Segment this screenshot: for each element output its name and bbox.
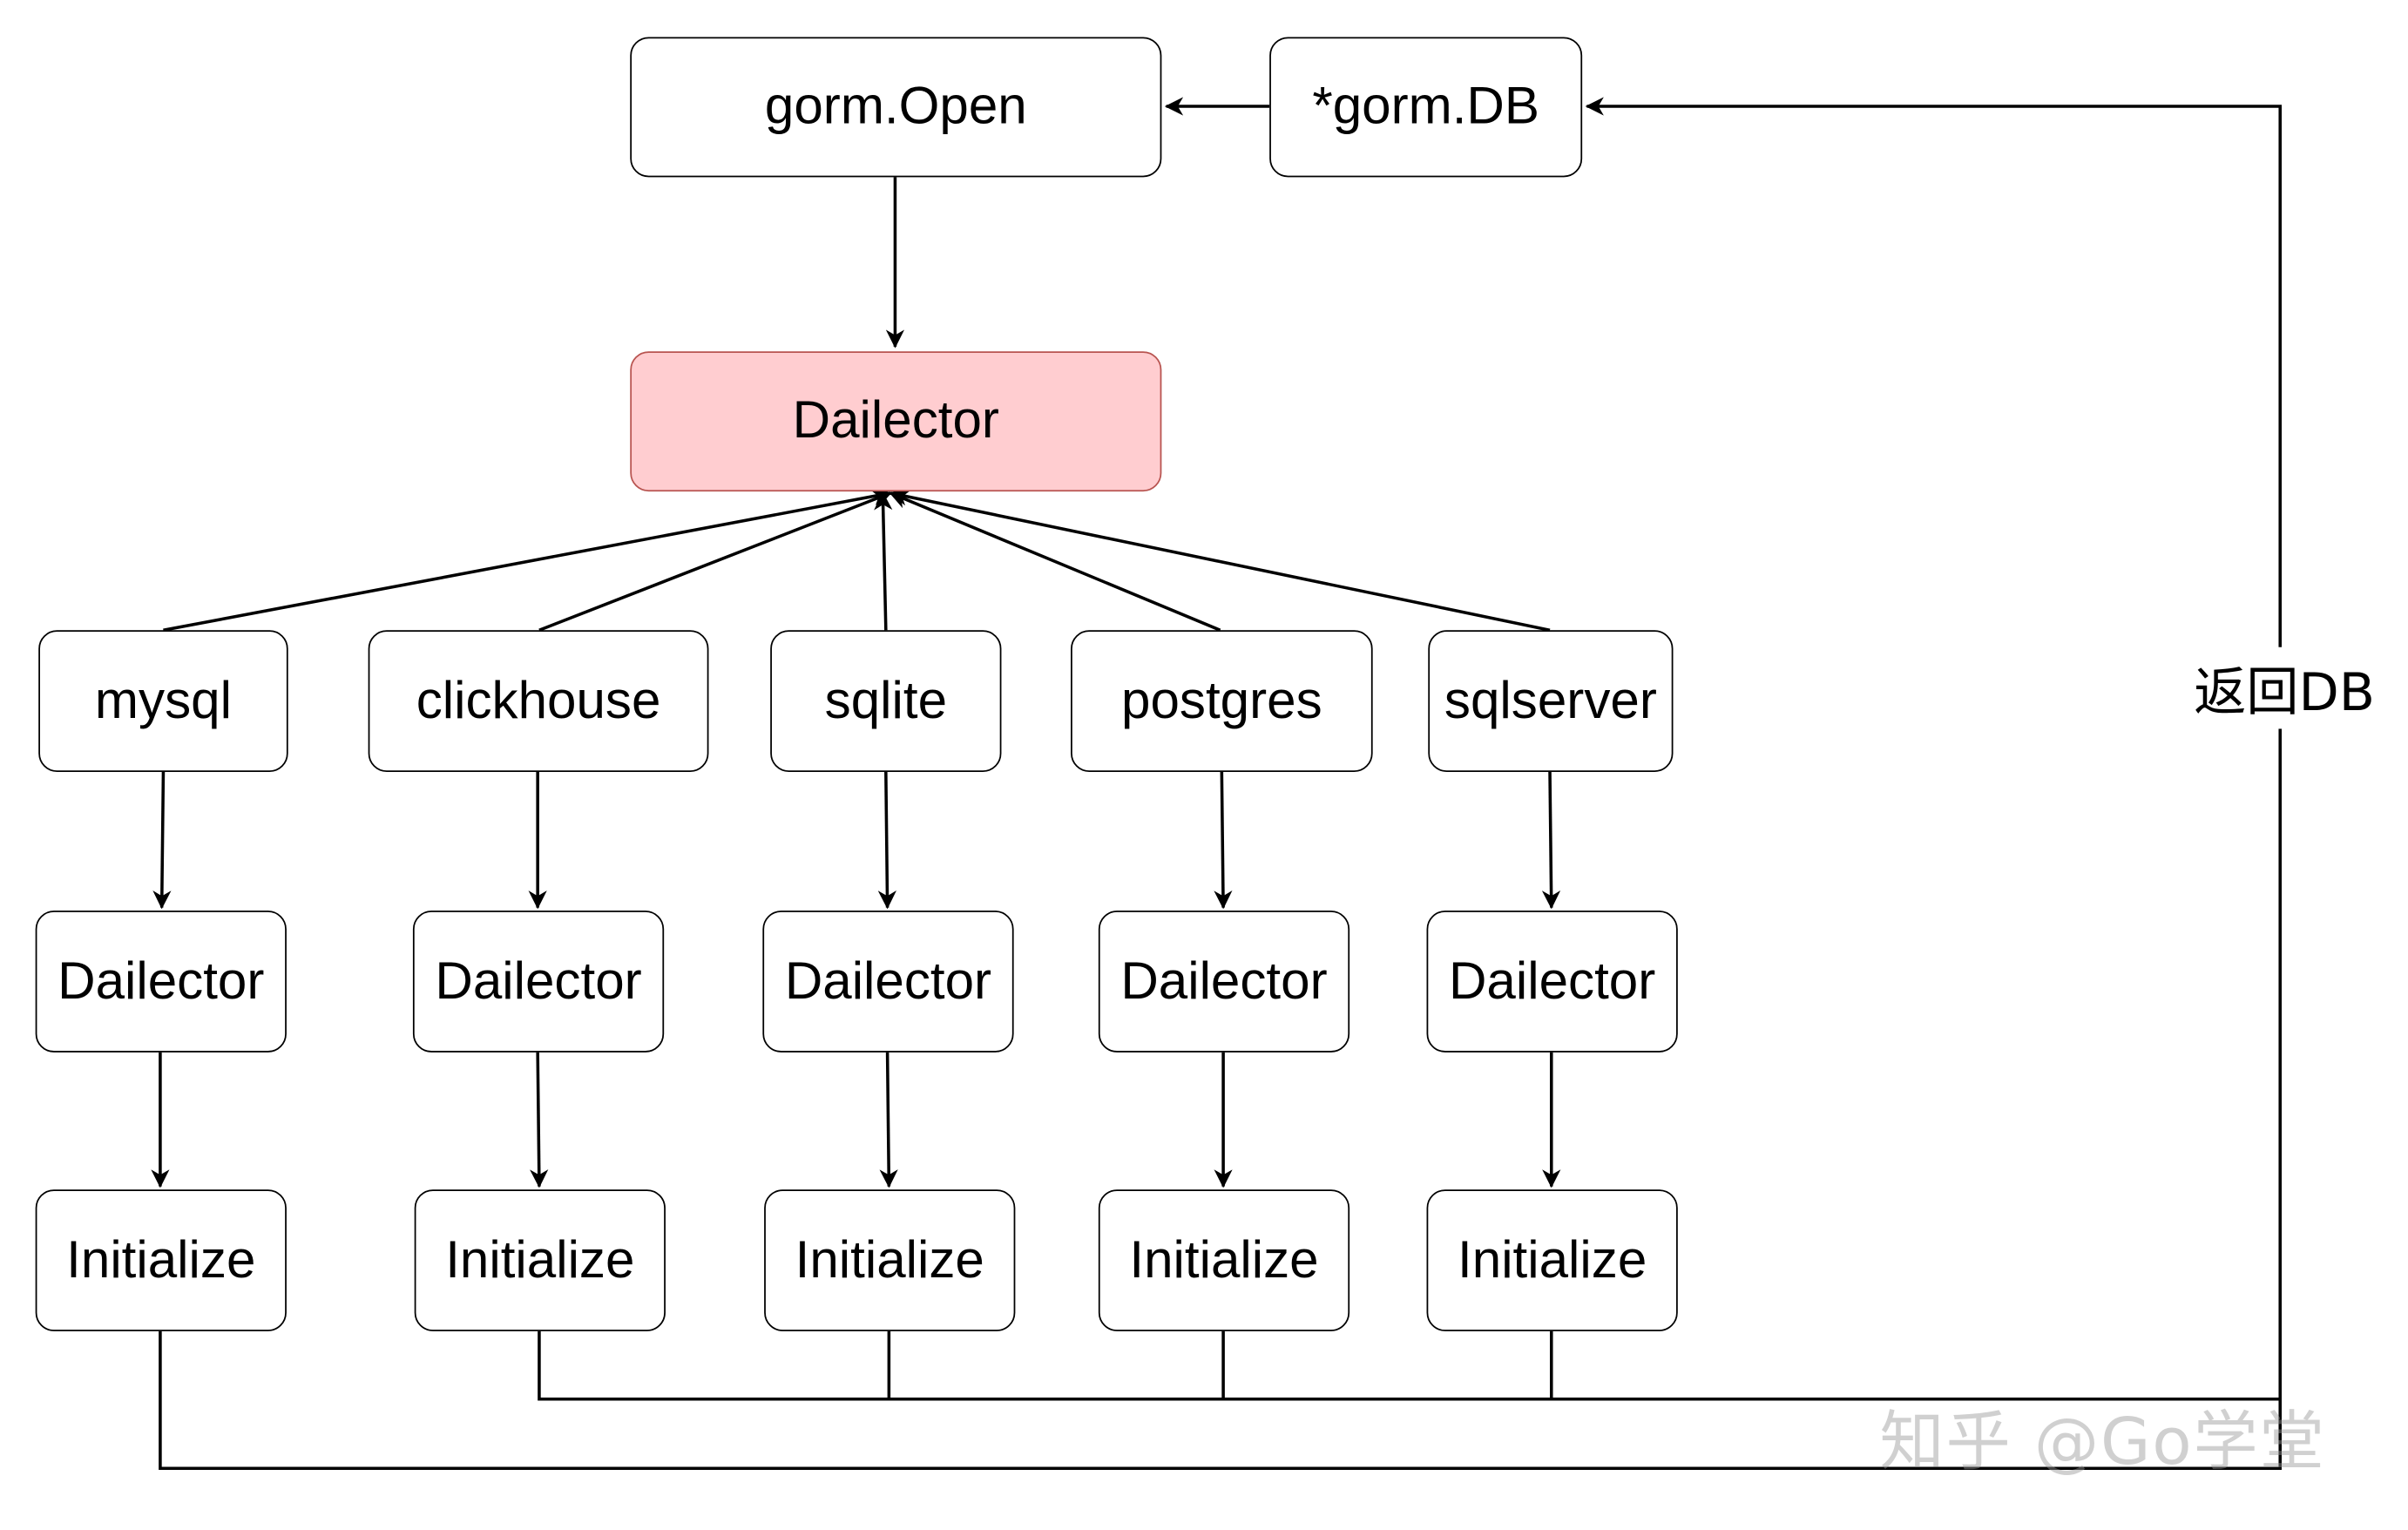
edge-postgres-down bbox=[1214, 771, 1233, 910]
edge-sqlite-down bbox=[877, 771, 896, 910]
edge-mysql-down bbox=[152, 771, 172, 910]
dialector-clickhouse-node: Dailector bbox=[412, 911, 665, 1053]
return-db-label: 返回DB bbox=[2194, 647, 2376, 729]
dialector-postgres-node: Dailector bbox=[1098, 911, 1350, 1053]
edge-sqlite-init bbox=[879, 1052, 898, 1188]
gorm-db-node: *gorm.DB bbox=[1269, 37, 1583, 178]
return-path-outer bbox=[159, 97, 2283, 1471]
dialector-main-node: Dailector bbox=[630, 351, 1162, 492]
driver-postgres-node: postgres bbox=[1071, 630, 1373, 772]
driver-sqlite-node: sqlite bbox=[770, 630, 1002, 772]
edge-sqlite-to-dialector bbox=[874, 491, 893, 631]
edge-sqlserver-down bbox=[1541, 771, 1561, 910]
initialize-sqlite-node: Initialize bbox=[764, 1189, 1016, 1331]
initialize-sqlserver-node: Initialize bbox=[1426, 1189, 1678, 1331]
edge-clickhouse-to-dialector bbox=[538, 491, 892, 632]
dialector-mysql-node: Dailector bbox=[35, 911, 287, 1053]
watermark: 知乎 @Go学堂 bbox=[1879, 1404, 2326, 1479]
initialize-clickhouse-node: Initialize bbox=[414, 1189, 666, 1331]
edge-clickhouse-init bbox=[530, 1052, 549, 1188]
gorm-open-node: gorm.Open bbox=[630, 37, 1162, 178]
edge-postgres-to-dialector bbox=[889, 491, 1221, 632]
driver-mysql-node: mysql bbox=[38, 630, 288, 772]
dialector-sqlserver-node: Dailector bbox=[1426, 911, 1678, 1053]
dialector-sqlite-node: Dailector bbox=[762, 911, 1014, 1053]
driver-clickhouse-node: clickhouse bbox=[368, 630, 709, 772]
edge-mysql-to-dialector bbox=[163, 487, 892, 633]
driver-sqlserver-node: sqlserver bbox=[1428, 630, 1674, 772]
edge-sqlserver-to-dialector bbox=[889, 487, 1551, 633]
return-path-inner bbox=[538, 1330, 2281, 1401]
initialize-mysql-node: Initialize bbox=[35, 1189, 287, 1331]
initialize-postgres-node: Initialize bbox=[1098, 1189, 1350, 1331]
